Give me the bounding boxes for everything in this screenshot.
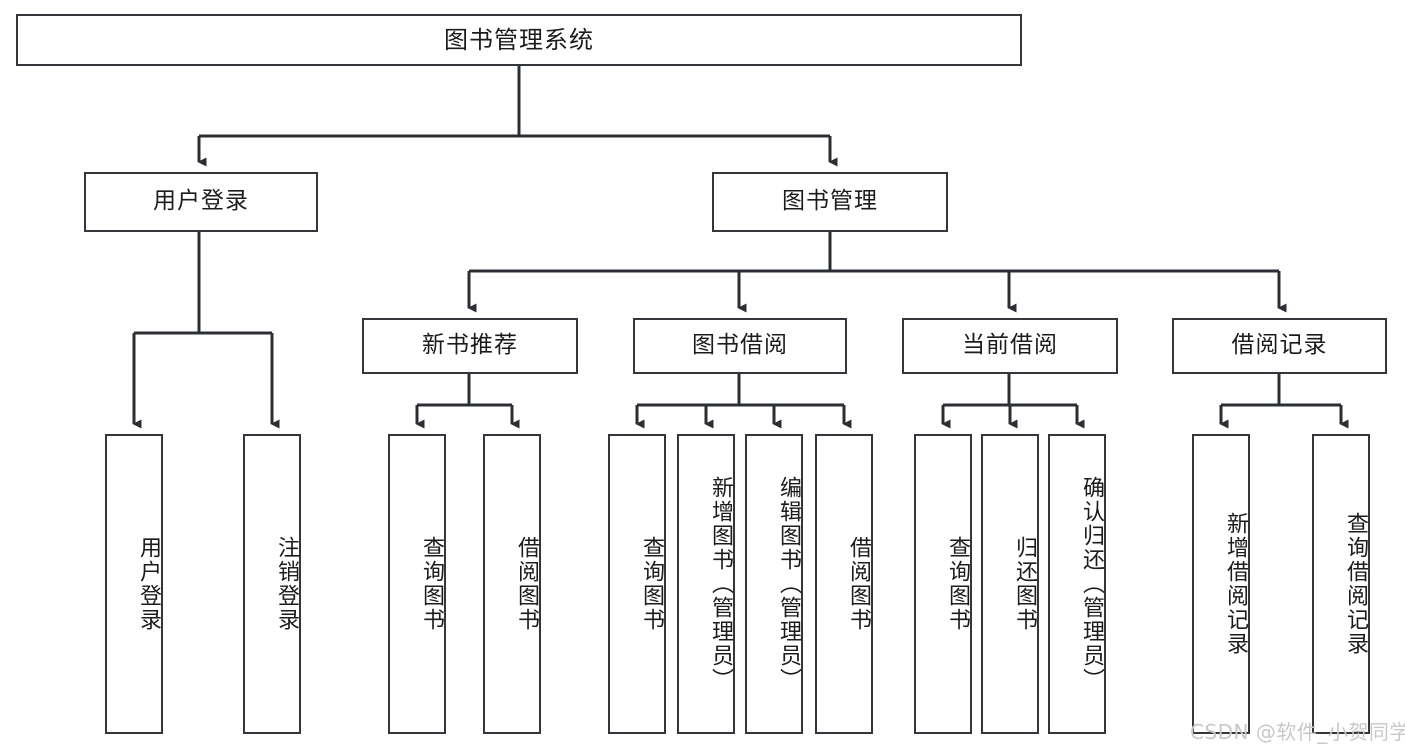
- node-leaf-edit-book[interactable]: 编辑图书（管理员）: [745, 434, 803, 734]
- node-leaf-query-book-2-label: 查询图书: [639, 536, 664, 632]
- node-borrow-record-label: 借阅记录: [1231, 332, 1328, 359]
- node-leaf-confirm-return[interactable]: 确认归还（管理员）: [1048, 434, 1106, 734]
- node-leaf-user-login-label: 用户登录: [136, 536, 161, 632]
- node-leaf-user-logout[interactable]: 注销登录: [243, 434, 301, 734]
- node-leaf-query-record-label: 查询借阅记录: [1343, 512, 1368, 656]
- node-new-book-recommend-label: 新书推荐: [422, 332, 518, 359]
- node-book-manage[interactable]: 图书管理: [712, 172, 948, 232]
- node-leaf-add-record[interactable]: 新增借阅记录: [1192, 434, 1250, 734]
- node-leaf-borrow-book-2-label: 借阅图书: [846, 536, 871, 632]
- node-book-borrow-label: 图书借阅: [692, 332, 788, 359]
- node-leaf-add-record-label: 新增借阅记录: [1223, 512, 1248, 656]
- node-leaf-borrow-book-1[interactable]: 借阅图书: [483, 434, 541, 734]
- node-leaf-add-book[interactable]: 新增图书（管理员）: [677, 434, 735, 734]
- node-book-borrow[interactable]: 图书借阅: [633, 318, 847, 374]
- node-current-borrow[interactable]: 当前借阅: [902, 318, 1118, 374]
- node-book-manage-label: 图书管理: [782, 188, 878, 215]
- node-leaf-borrow-book-1-label: 借阅图书: [514, 536, 539, 632]
- node-leaf-query-book-3-label: 查询图书: [945, 536, 970, 632]
- node-new-book-recommend[interactable]: 新书推荐: [362, 318, 578, 374]
- node-root-label: 图书管理系统: [444, 25, 594, 54]
- node-user-login[interactable]: 用户登录: [84, 172, 318, 232]
- node-leaf-query-book-1[interactable]: 查询图书: [388, 434, 446, 734]
- node-leaf-query-book-3[interactable]: 查询图书: [914, 434, 972, 734]
- node-leaf-confirm-return-label: 确认归还（管理员）: [1079, 476, 1104, 692]
- node-leaf-query-book-2[interactable]: 查询图书: [608, 434, 666, 734]
- node-leaf-query-record[interactable]: 查询借阅记录: [1312, 434, 1370, 734]
- node-leaf-add-book-label: 新增图书（管理员）: [708, 476, 733, 692]
- node-leaf-return-book[interactable]: 归还图书: [981, 434, 1039, 734]
- node-leaf-edit-book-label: 编辑图书（管理员）: [776, 476, 801, 692]
- node-current-borrow-label: 当前借阅: [962, 332, 1058, 359]
- node-leaf-borrow-book-2[interactable]: 借阅图书: [815, 434, 873, 734]
- watermark-text: CSDN @软件_小贺同学: [1190, 720, 1405, 744]
- node-root[interactable]: 图书管理系统: [16, 14, 1022, 66]
- node-leaf-query-book-1-label: 查询图书: [419, 536, 444, 632]
- node-leaf-return-book-label: 归还图书: [1012, 536, 1037, 632]
- node-leaf-user-login[interactable]: 用户登录: [105, 434, 163, 734]
- node-leaf-user-logout-label: 注销登录: [274, 536, 299, 632]
- node-borrow-record[interactable]: 借阅记录: [1172, 318, 1387, 374]
- node-user-login-label: 用户登录: [153, 188, 249, 215]
